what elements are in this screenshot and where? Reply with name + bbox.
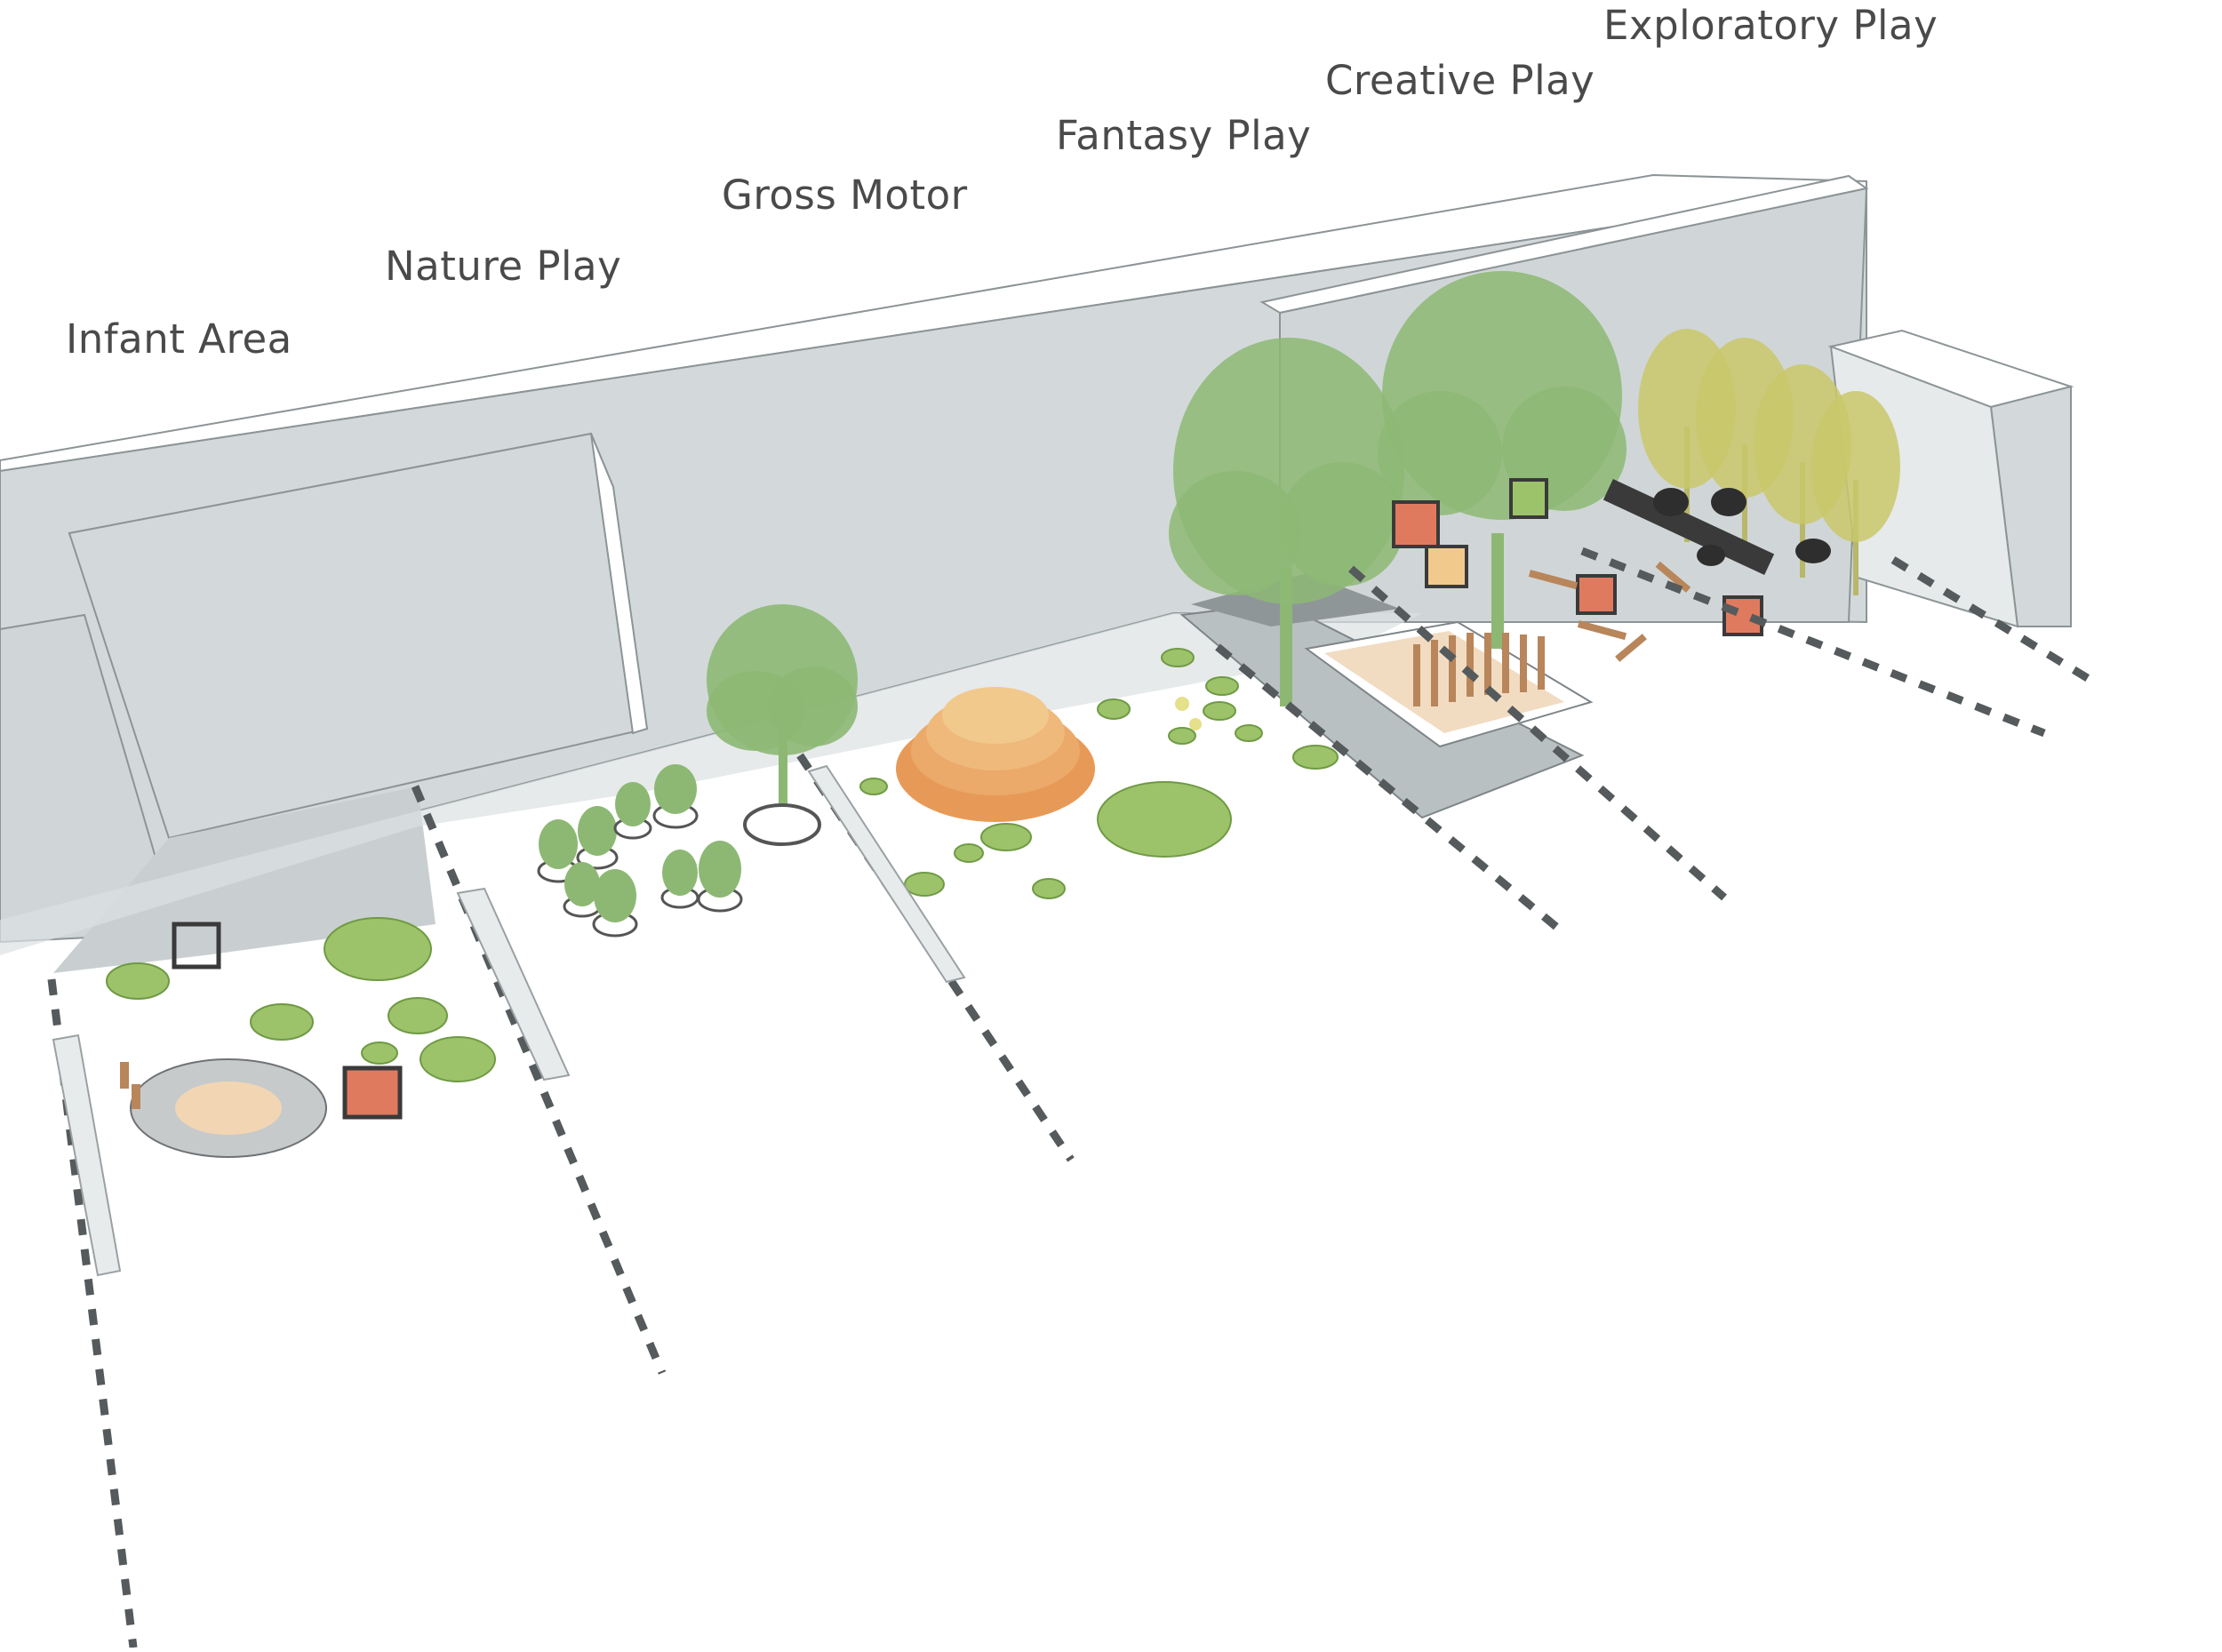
log-bench bbox=[1528, 570, 1579, 590]
green-pad bbox=[250, 1003, 314, 1041]
black-rock bbox=[1795, 539, 1831, 563]
sand-pad bbox=[175, 1081, 282, 1135]
bench-strip bbox=[807, 764, 966, 984]
tree-fantasy bbox=[1169, 338, 1404, 706]
mound-top bbox=[942, 687, 1049, 744]
green-pad bbox=[324, 917, 432, 981]
green-pad bbox=[1032, 878, 1066, 899]
trees bbox=[707, 271, 1900, 822]
house-structure bbox=[1425, 545, 1468, 588]
green-pad bbox=[420, 1036, 496, 1082]
black-rock bbox=[1711, 488, 1746, 516]
house-structure bbox=[1576, 574, 1617, 615]
log-post bbox=[1484, 633, 1491, 695]
divider-line bbox=[411, 785, 667, 1375]
yellow-ball bbox=[1175, 697, 1189, 711]
green-pad bbox=[904, 872, 945, 897]
zone-label-infant-area: Infant Area bbox=[66, 315, 292, 363]
bench-strip bbox=[456, 887, 571, 1081]
building-backdrop bbox=[0, 173, 2074, 973]
zone-label-fantasy-play: Fantasy Play bbox=[1056, 112, 1312, 159]
log-post bbox=[1449, 635, 1456, 702]
ground-shadow-strip bbox=[0, 613, 1422, 955]
log-post bbox=[1413, 644, 1420, 706]
green-pad bbox=[859, 778, 888, 795]
bench-strip bbox=[52, 1033, 122, 1277]
green-pad bbox=[1235, 724, 1263, 742]
fantasy-play-elements bbox=[1097, 648, 1339, 858]
planter bbox=[613, 782, 652, 840]
log-post bbox=[132, 1084, 140, 1109]
log-bench bbox=[1615, 634, 1647, 662]
house-structure bbox=[342, 1065, 403, 1120]
zone-label-gross-motor: Gross Motor bbox=[722, 172, 968, 219]
roof-top bbox=[0, 173, 1867, 473]
tree-planter bbox=[743, 803, 821, 846]
green-pad bbox=[361, 1041, 398, 1065]
left-block-side bbox=[590, 433, 649, 735]
zone-label-exploratory-play: Exploratory Play bbox=[1603, 2, 1938, 49]
planter bbox=[652, 764, 699, 829]
tree-creative bbox=[1378, 271, 1627, 649]
black-rock bbox=[1653, 488, 1689, 516]
green-pad bbox=[106, 962, 170, 1000]
nature-play-elements bbox=[537, 764, 821, 938]
divider-line bbox=[47, 978, 138, 1648]
green-pad bbox=[1161, 648, 1195, 667]
green-pad bbox=[1168, 727, 1196, 745]
log-post bbox=[120, 1062, 129, 1089]
trees-exploratory bbox=[1638, 329, 1900, 595]
divider-line bbox=[1348, 565, 1727, 901]
divider-line bbox=[1215, 643, 1569, 938]
black-rock bbox=[1697, 545, 1725, 566]
green-pad bbox=[1203, 701, 1236, 721]
green-pad bbox=[980, 823, 1032, 851]
planter bbox=[697, 841, 743, 913]
house-structure bbox=[1392, 500, 1440, 548]
planter bbox=[660, 850, 699, 909]
gross-motor-elements bbox=[859, 687, 1131, 899]
planter bbox=[563, 862, 602, 918]
green-pad bbox=[1292, 745, 1339, 770]
green-pad bbox=[954, 843, 984, 863]
log-post bbox=[1502, 633, 1509, 693]
divider-line bbox=[1890, 556, 2100, 688]
log-post bbox=[1520, 634, 1527, 692]
planter bbox=[592, 869, 638, 938]
zone-label-nature-play: Nature Play bbox=[385, 243, 622, 290]
green-dome bbox=[1097, 781, 1232, 858]
green-pad bbox=[1097, 698, 1131, 720]
log-bench bbox=[1577, 620, 1627, 641]
green-pad bbox=[388, 997, 448, 1034]
yellow-ball bbox=[1189, 718, 1202, 730]
creative-exploratory-elements bbox=[1392, 478, 1831, 706]
log-bench bbox=[1655, 561, 1691, 593]
tree-gross-motor bbox=[707, 604, 858, 822]
tire-wall bbox=[1603, 478, 1775, 576]
log-post bbox=[1538, 636, 1545, 690]
log-post bbox=[1431, 640, 1438, 706]
sandpit bbox=[1324, 631, 1564, 733]
infant-area-elements bbox=[106, 917, 496, 1158]
planter bbox=[576, 806, 619, 870]
zone-label-creative-play: Creative Play bbox=[1325, 57, 1595, 104]
bench-strips bbox=[52, 764, 966, 1277]
cube-structure bbox=[172, 922, 221, 970]
log-post bbox=[1467, 633, 1474, 697]
house-structure bbox=[1509, 478, 1548, 519]
green-pad bbox=[1205, 676, 1239, 696]
divider-line bbox=[1580, 547, 2046, 738]
